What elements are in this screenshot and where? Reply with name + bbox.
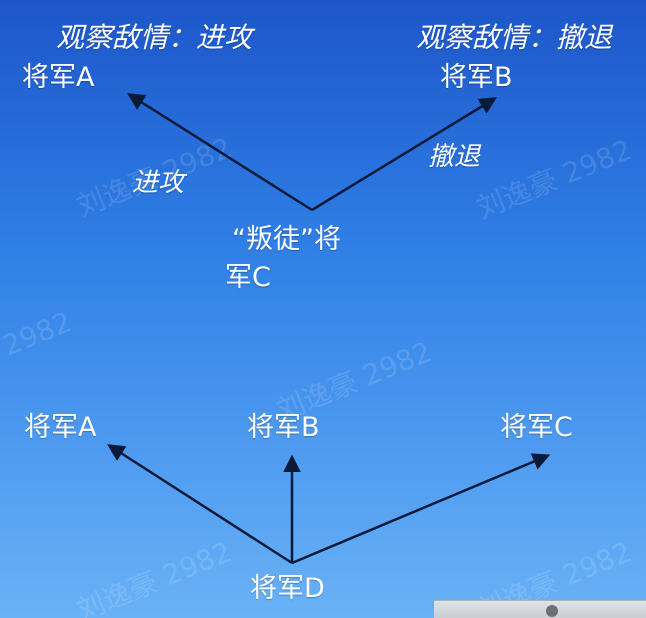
general-c-bottom: 将军C xyxy=(500,412,573,443)
general-a-bottom: 将军A xyxy=(24,412,97,443)
general-b-bottom: 将军B xyxy=(247,412,320,443)
arrow-c-to-b xyxy=(311,97,497,212)
general-d-bottom: 将军D xyxy=(250,573,325,604)
traitor-general-c-line2: 军C xyxy=(225,262,271,293)
thumbnail-dot xyxy=(546,605,558,617)
general-b-top: 将军B xyxy=(440,62,513,93)
retreat-label: 撤退 xyxy=(428,142,481,172)
observation-note-a: 观察敌情：进攻 xyxy=(56,21,253,54)
arrow-d-to-c xyxy=(291,453,551,565)
arrow-c-to-a xyxy=(127,93,313,212)
observation-note-b: 观察敌情：撤退 xyxy=(416,21,613,54)
attack-label: 进攻 xyxy=(132,168,185,198)
arrow-d-to-a xyxy=(107,444,293,565)
traitor-general-c-line1: “叛徒”将 xyxy=(232,224,341,255)
general-a-top: 将军A xyxy=(22,62,95,93)
video-thumbnail[interactable] xyxy=(434,600,646,618)
